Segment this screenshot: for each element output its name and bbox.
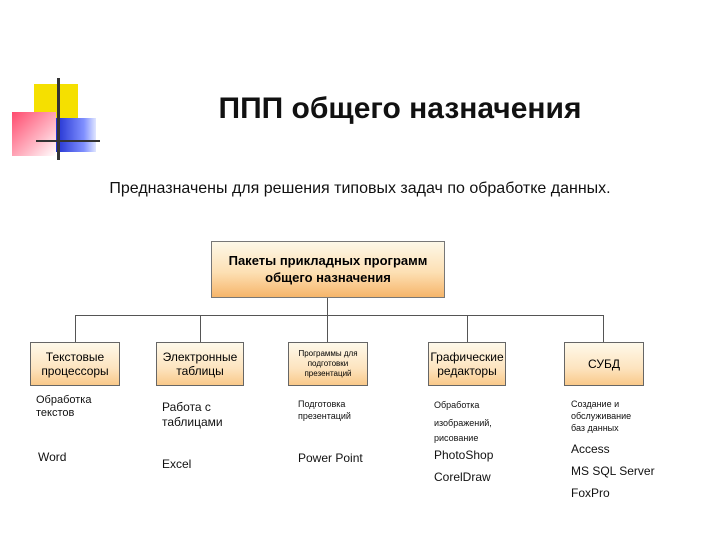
category-label: таблицы [176, 364, 224, 378]
category-description: Создание и обслуживание баз данных [571, 398, 631, 434]
category-label: Графические [430, 350, 504, 364]
product-item: MS SQL Server [571, 464, 655, 478]
category-label: процессоры [41, 364, 109, 378]
connector-cat5 [603, 315, 604, 342]
category-dbms: СУБД [564, 342, 644, 386]
connector-cat4 [467, 315, 468, 342]
description-line: Обработка [36, 394, 92, 406]
description-line: презентаций [298, 411, 351, 421]
description-line: обслуживание [571, 411, 632, 421]
description-line: Обработка [434, 400, 480, 410]
description-line: рисование [434, 433, 479, 443]
connector-cat1 [75, 315, 76, 342]
category-description: Обработка текстов [36, 394, 91, 420]
blue-square [56, 118, 96, 152]
description-line: Подготовка [298, 399, 346, 409]
description-line: Создание и [571, 399, 620, 409]
product-item: CorelDraw [434, 470, 491, 484]
decorative-corner-graphic [0, 0, 110, 170]
page-subtitle: Предназначены для решения типовых задач … [109, 180, 611, 197]
category-label: СУБД [588, 357, 620, 371]
red-square [12, 112, 56, 156]
root-node-line1: Пакеты прикладных программ [228, 253, 428, 268]
page-title: ППП общего назначения [218, 92, 582, 125]
category-label: Электронные [162, 350, 238, 364]
product-item: Access [571, 442, 610, 456]
connector-horizontal [75, 315, 604, 316]
product-item: Word [38, 450, 67, 464]
category-description: Обработка изображений, рисование [434, 398, 492, 446]
category-label: Программы для [298, 349, 358, 358]
category-label: редакторы [437, 364, 497, 378]
description-line: таблицами [162, 415, 223, 429]
category-description: Работа с таблицами [162, 400, 223, 430]
connector-root-down [327, 298, 328, 315]
description-line: баз данных [571, 423, 619, 433]
category-label: подготовки [307, 359, 349, 368]
connector-cat2 [200, 315, 201, 342]
decorative-vertical-line [57, 78, 60, 160]
root-node: Пакеты прикладных программ общего назнач… [211, 241, 445, 298]
category-description: Подготовка презентаций [298, 398, 351, 422]
description-line: Работа с [162, 400, 211, 414]
description-line: текстов [36, 407, 75, 419]
decorative-horizontal-line [36, 140, 100, 142]
root-node-line2: общего назначения [265, 270, 391, 285]
product-item: FoxPro [571, 486, 610, 500]
category-label: Текстовые [45, 350, 105, 364]
product-item: Excel [162, 457, 192, 471]
description-line: изображений, [434, 418, 492, 428]
category-label: презентаций [304, 369, 352, 378]
product-item: Power Point [298, 451, 363, 465]
product-item: PhotoShop [434, 448, 494, 462]
connector-cat3 [327, 315, 328, 342]
